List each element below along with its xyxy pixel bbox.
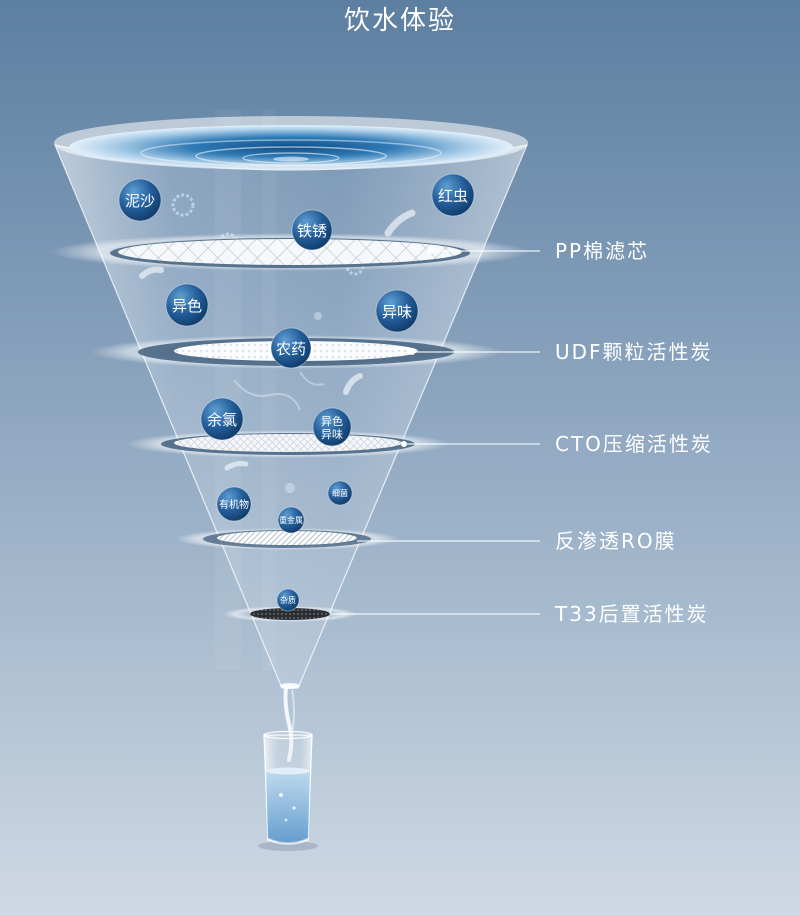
leader-dot-cto: [401, 441, 407, 447]
pollutant-bubble: 重金属: [277, 506, 305, 534]
pollutant-label: 红虫: [438, 187, 468, 205]
pollutant-bubble: 细菌: [327, 480, 353, 506]
pollutant-label-line2: 异味: [321, 428, 343, 441]
pollutant-bubble: 余氯: [200, 397, 244, 441]
pollutant-label: 有机物: [219, 498, 249, 511]
pollutant-bubble: 有机物: [216, 486, 252, 522]
stage-label-cto: CTO压缩活性炭: [555, 432, 713, 456]
filter-disc-t33: [222, 606, 358, 622]
pollutant-label: 农药: [276, 340, 306, 358]
pollutant-bubble: 杂质: [276, 588, 300, 612]
pollutant-label: 余氯: [207, 411, 237, 429]
stage-labels: PP棉滤芯 UDF颗粒活性炭 CTO压缩活性炭 反渗透RO膜 T33后置活性炭: [330, 239, 713, 626]
pollutant-bubble: 异味: [375, 289, 419, 333]
filter-disc-pp: [50, 233, 530, 271]
water-glass-icon: [258, 730, 318, 851]
page-title: 饮水体验: [343, 6, 456, 36]
water-surface: [54, 116, 528, 170]
pollutant-label: 异色: [321, 414, 343, 428]
pollutant-label: 泥沙: [125, 192, 155, 210]
pollutant-label: 铁锈: [297, 222, 327, 240]
stage-label-udf: UDF颗粒活性炭: [555, 340, 713, 364]
pollutant-bubble: 农药: [270, 327, 312, 369]
pollutant-label: 异色: [172, 297, 202, 315]
pollutant-bubble: 异色: [165, 283, 209, 327]
pollutant-label: 异味: [382, 303, 412, 321]
pollutant-bubble: 异色 异味: [312, 407, 352, 447]
stage-label-pp: PP棉滤芯: [555, 239, 649, 263]
leader-dot-udf: [409, 349, 415, 355]
pollutant-bubbles: 泥沙 红虫 铁锈 异色 异味 农药: [118, 173, 475, 612]
pollutant-bubble: 泥沙: [118, 178, 162, 222]
pollutant-label: 杂质: [280, 595, 296, 605]
pollutant-label: 重金属: [279, 515, 303, 525]
pollutant-label: 细菌: [332, 488, 348, 498]
filter-disc-ro: [175, 528, 399, 550]
leader-dot-pp: [427, 248, 433, 254]
stage-label-ro: 反渗透RO膜: [555, 529, 677, 553]
pollutant-bubble: 铁锈: [291, 209, 333, 251]
pollutant-bubble: 红虫: [431, 173, 475, 217]
stage-label-t33: T33后置活性炭: [554, 602, 709, 626]
